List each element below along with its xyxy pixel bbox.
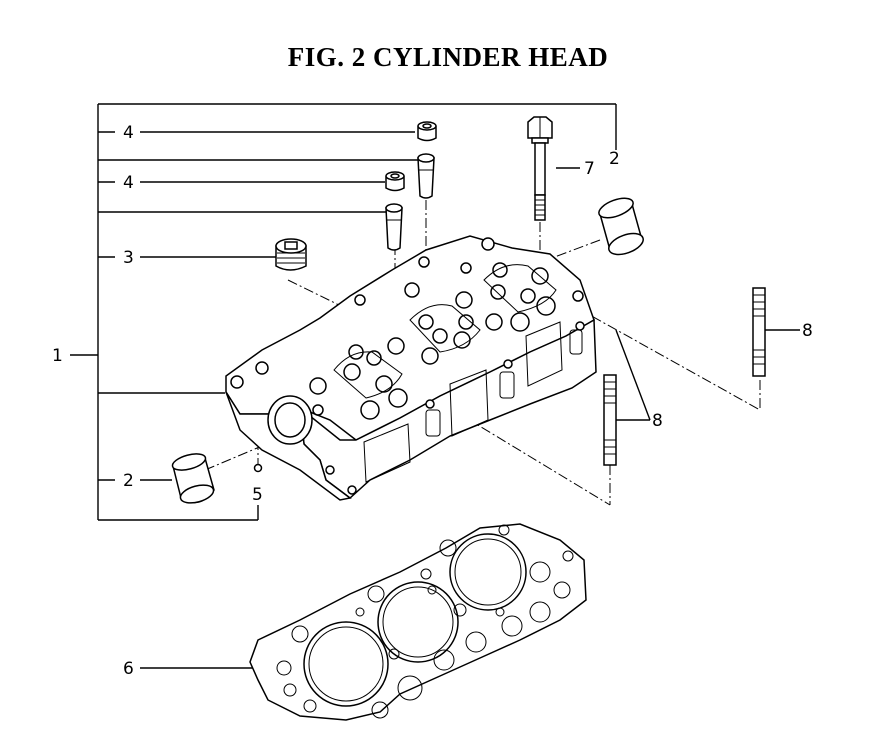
head-gasket	[249, 523, 587, 721]
valve-guide-mid	[385, 203, 403, 251]
expansion-plug-right	[598, 197, 644, 256]
callout-4-mid: 4	[123, 173, 134, 193]
callout-4-top: 4	[123, 123, 134, 143]
head-bolt	[527, 116, 553, 221]
expansion-plug-left	[171, 453, 215, 504]
stud-left	[603, 374, 617, 466]
dowel-pin	[253, 463, 263, 473]
callout-3: 3	[123, 248, 134, 268]
valve-guide-top	[417, 153, 435, 199]
callout-2-right: 2	[609, 149, 620, 169]
callout-bracket	[70, 103, 800, 669]
figure-title: FIG. 2 CYLINDER HEAD	[287, 42, 609, 72]
stud-right	[752, 287, 766, 377]
callout-5: 5	[252, 485, 263, 505]
callout-7: 7	[584, 159, 595, 179]
callout-2-left: 2	[123, 471, 134, 491]
callout-6: 6	[123, 659, 134, 679]
callout-8-right: 8	[802, 321, 813, 341]
cylinder-head	[225, 235, 597, 501]
callout-8-left: 8	[652, 411, 663, 431]
valve-seal-top	[417, 121, 437, 142]
callout-1: 1	[52, 346, 63, 366]
threaded-plug	[275, 238, 307, 271]
valve-seal-mid	[385, 171, 405, 192]
